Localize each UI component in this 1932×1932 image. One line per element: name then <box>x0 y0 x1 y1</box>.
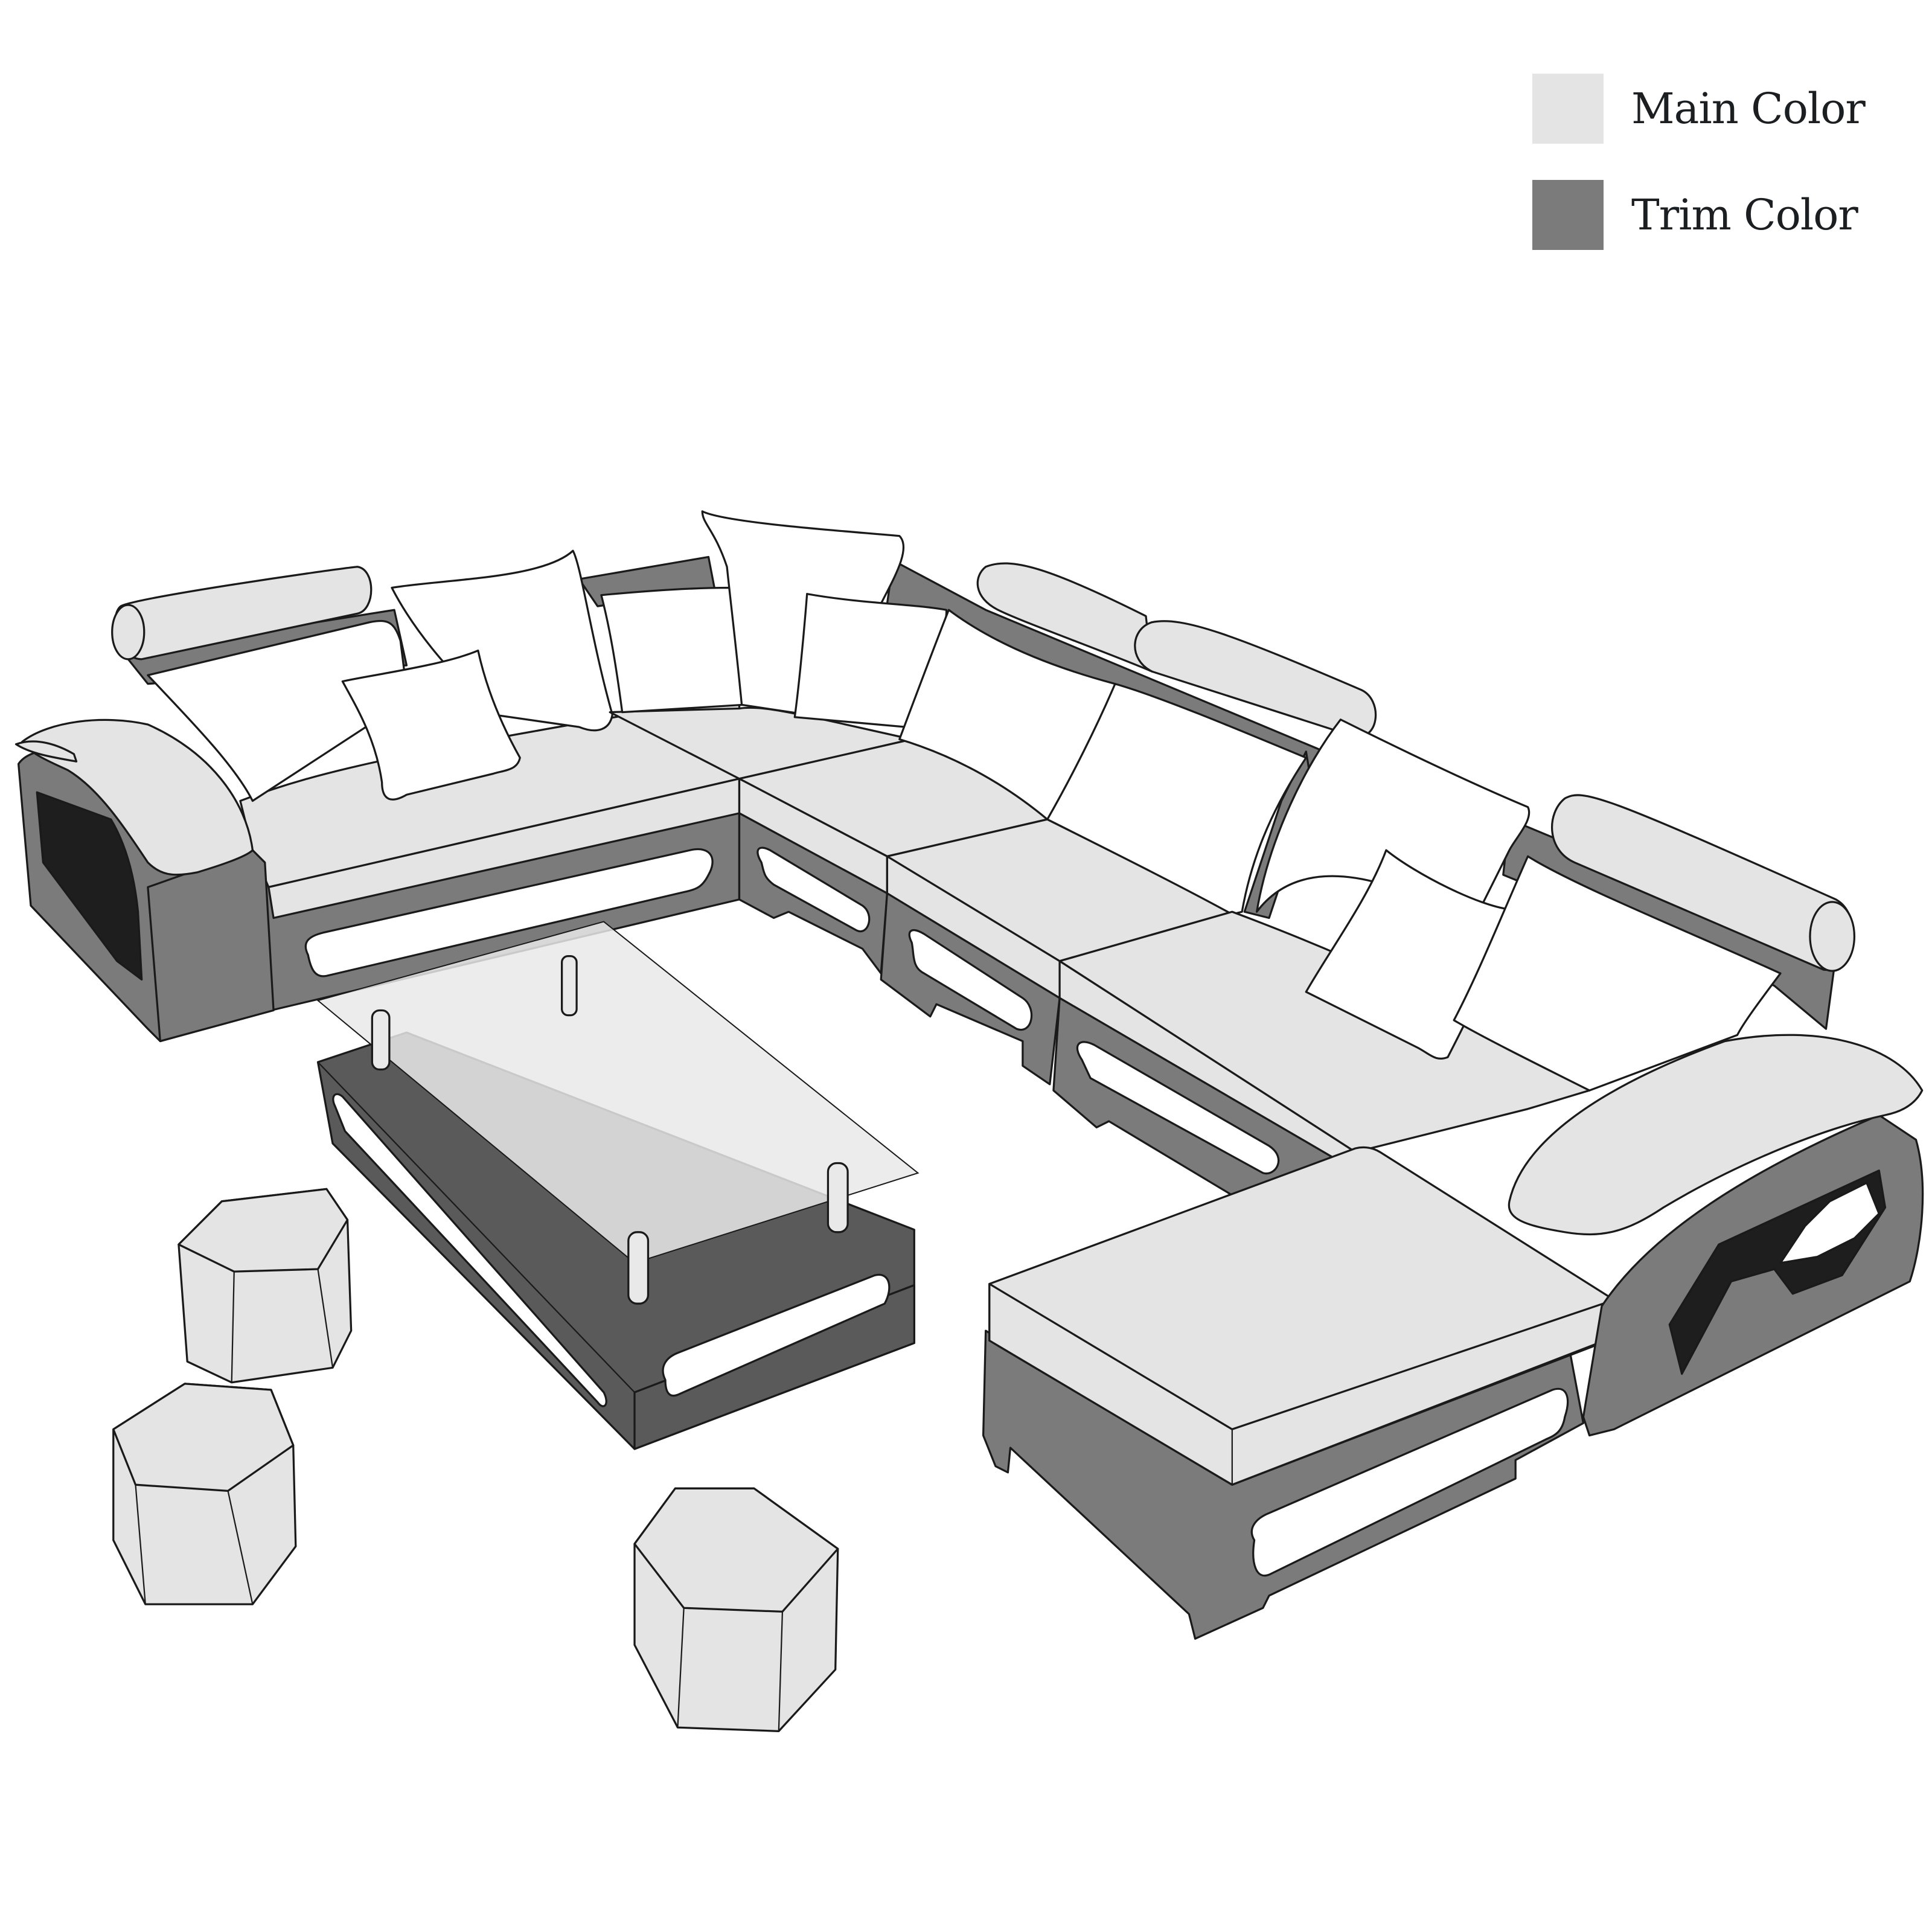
table-posts <box>371 955 849 1305</box>
legend-item-trim-color: Trim Color <box>1532 180 1858 250</box>
pillow <box>1046 683 1307 915</box>
headrest-right-end <box>1809 901 1856 972</box>
headrest-left-end <box>111 604 146 661</box>
middle-seat-section <box>880 683 1307 1086</box>
headrests <box>111 562 1856 972</box>
left-seat-section <box>147 549 741 1012</box>
dark-panel <box>36 791 143 981</box>
pillow <box>147 619 408 802</box>
headrest-middle-1 <box>976 562 1153 673</box>
right-seat-section <box>1052 718 1782 1203</box>
pillow <box>341 649 521 801</box>
left-armrest <box>14 718 275 1043</box>
pillow <box>600 586 744 714</box>
right-armrest <box>1508 1034 1924 1437</box>
trim-color-swatch <box>1532 180 1604 250</box>
hexagonal-ottoman-2 <box>112 1383 297 1605</box>
main-color-swatch <box>1532 74 1604 144</box>
trim-color-label: Trim Color <box>1631 190 1858 240</box>
main-color-label: Main Color <box>1631 84 1866 133</box>
legend-item-main-color: Main Color <box>1532 74 1866 144</box>
glass-coffee-table <box>316 921 920 1450</box>
hexagonal-ottoman-3 <box>633 1487 839 1732</box>
corner-section <box>600 510 1116 974</box>
headrest-middle-2 <box>1134 620 1377 738</box>
chaise-lounge <box>982 1146 1616 1640</box>
pillow <box>1453 855 1782 1092</box>
glass-top <box>316 921 920 1264</box>
hexagonal-ottoman-1 <box>178 1188 353 1384</box>
